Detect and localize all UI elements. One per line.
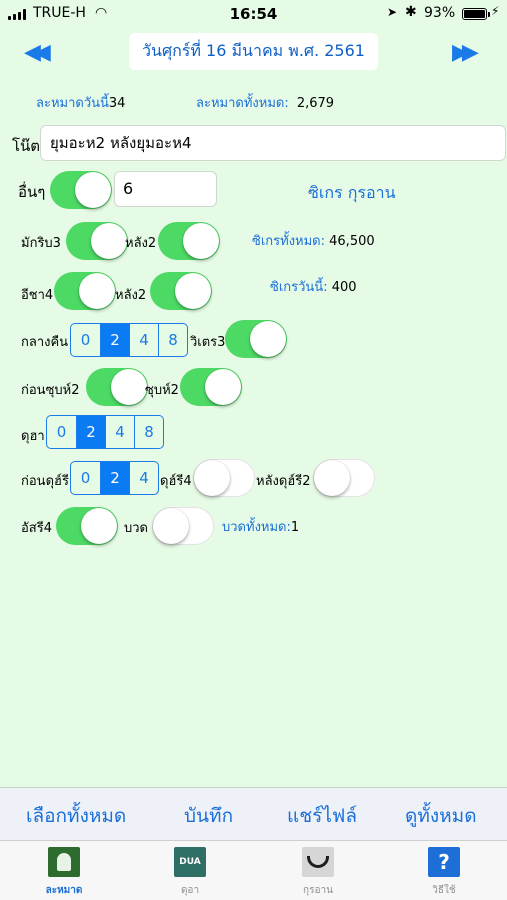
- witr-label: วิเตร3: [190, 335, 226, 350]
- share-file-button[interactable]: แชร์ไฟล์: [287, 805, 357, 827]
- tab-dua[interactable]: DUA ดุอา: [150, 847, 230, 898]
- bluetooth-icon: ✱: [405, 4, 417, 20]
- dhikr-today-value: 400: [331, 280, 357, 295]
- tab-quran-label: กุรอาน: [303, 885, 333, 896]
- carrier-name: TRUE-H: [33, 5, 86, 21]
- prayer-total-value: 2,679: [296, 96, 335, 111]
- witr-toggle[interactable]: [225, 320, 287, 358]
- prayer-icon: [48, 847, 80, 877]
- charging-icon: ⚡: [491, 4, 500, 18]
- before-dhuhr-option-4[interactable]: 4: [129, 462, 158, 494]
- asr-toggle[interactable]: [56, 507, 118, 545]
- isha-after-label: หลัง2: [115, 288, 147, 303]
- battery-icon: [462, 8, 490, 20]
- dhuhr-label: ดุฮ์รี4: [160, 474, 192, 489]
- before-dhuhr-option-2[interactable]: 2: [100, 462, 129, 494]
- subh-toggle[interactable]: [180, 368, 242, 406]
- double-right-arrow-icon: ▶▶: [452, 40, 479, 65]
- isha-after-toggle[interactable]: [150, 272, 212, 310]
- dhuhr-toggle[interactable]: [193, 459, 255, 497]
- maghrib-toggle[interactable]: [66, 222, 128, 260]
- night-option-0[interactable]: 0: [80, 331, 91, 349]
- location-icon: ➤: [387, 5, 398, 19]
- tab-bar: ละหมาด DUA ดุอา กุรอาน ? วิธีใช้: [0, 840, 507, 900]
- dhikr-total-value: 46,500: [329, 234, 375, 249]
- night-prayer-label: กลางคืน: [21, 335, 69, 350]
- double-left-arrow-icon: ◀◀: [24, 40, 51, 65]
- isha-toggle[interactable]: [54, 272, 116, 310]
- signal-icon: [8, 9, 30, 20]
- save-button[interactable]: บันทึก: [184, 805, 234, 827]
- tab-dua-label: ดุอา: [180, 885, 200, 896]
- wifi-icon: ◠: [95, 5, 108, 21]
- duha-option-4[interactable]: 4: [105, 416, 134, 448]
- note-input[interactable]: ยุมอะห2 หลังยุมอะห4: [40, 125, 506, 161]
- duha-label: ดุฮา: [21, 429, 45, 444]
- isha-label: อีชา4: [21, 288, 54, 303]
- before-dhuhr-option-0[interactable]: 0: [80, 469, 91, 487]
- subh-label: ซุบห์2: [145, 383, 179, 398]
- duha-option-8[interactable]: 8: [134, 416, 163, 448]
- dhikr-today: ซิเกรวันนี้: 400: [270, 276, 357, 297]
- tab-help[interactable]: ? วิธีใช้: [404, 847, 484, 898]
- asr-label: อัสรี4: [21, 521, 52, 536]
- maghrib-after-label: หลัง2: [125, 236, 157, 251]
- view-all-button[interactable]: ดูทั้งหมด: [405, 805, 477, 827]
- maghrib-label: มักริบ3: [21, 236, 61, 251]
- fast-label: บวด: [124, 521, 148, 536]
- dhikr-quran-title[interactable]: ซิเกร กุรอาน: [308, 183, 396, 202]
- status-time: 16:54: [229, 5, 278, 23]
- help-icon: ?: [428, 847, 460, 877]
- tab-prayer[interactable]: ละหมาด: [24, 847, 104, 898]
- dua-icon: DUA: [174, 847, 206, 877]
- fast-toggle[interactable]: [152, 507, 214, 545]
- tab-help-label: วิธีใช้: [432, 885, 456, 896]
- fast-total-label: บวดทั้งหมด:: [222, 520, 291, 535]
- quran-icon: [302, 847, 334, 877]
- battery-percent: 93%: [424, 5, 456, 21]
- status-bar: TRUE-H ◠ 16:54 ➤ ✱ 93% ⚡: [0, 0, 507, 28]
- prayer-today-label: ละหมาดวันนี้: [36, 96, 109, 111]
- other-count-input[interactable]: 6: [114, 171, 217, 207]
- other-toggle[interactable]: [50, 171, 112, 209]
- before-dhuhr-label: ก่อนดุฮ์รี: [21, 474, 69, 489]
- night-option-2[interactable]: 2: [100, 324, 129, 356]
- before-subh-label: ก่อนซุบห์2: [21, 383, 80, 398]
- night-option-8[interactable]: 8: [158, 324, 187, 356]
- tab-quran[interactable]: กุรอาน: [278, 847, 358, 898]
- prayer-total-label: ละหมาดทั้งหมด:: [196, 96, 289, 111]
- fast-total: บวดทั้งหมด:1: [222, 516, 299, 537]
- duha-option-2[interactable]: 2: [76, 416, 105, 448]
- fast-total-value: 1: [290, 520, 300, 535]
- after-dhuhr-label: หลังดุฮ์รี2: [256, 474, 311, 489]
- maghrib-after-toggle[interactable]: [158, 222, 220, 260]
- duha-option-0[interactable]: 0: [56, 423, 67, 441]
- prayer-today-summary: ละหมาดวันนี้34: [36, 92, 125, 113]
- before-subh-toggle[interactable]: [86, 368, 148, 406]
- date-selector-button[interactable]: วันศุกร์ที่ 16 มีนาคม พ.ศ. 2561: [129, 33, 378, 70]
- previous-day-button[interactable]: ◀◀: [24, 36, 64, 70]
- dhikr-total-label: ซิเกรทั้งหมด:: [252, 234, 325, 249]
- action-bar: เลือกทั้งหมด บันทึก แชร์ไฟล์ ดูทั้งหมด: [0, 787, 507, 840]
- night-option-4[interactable]: 4: [129, 324, 158, 356]
- after-dhuhr-toggle[interactable]: [313, 459, 375, 497]
- select-all-button[interactable]: เลือกทั้งหมด: [26, 805, 127, 827]
- prayer-total-summary: ละหมาดทั้งหมด: 2,679: [196, 92, 334, 113]
- next-day-button[interactable]: ▶▶: [452, 36, 492, 70]
- tab-prayer-label: ละหมาด: [45, 885, 83, 896]
- dhikr-total: ซิเกรทั้งหมด: 46,500: [252, 230, 375, 251]
- dhikr-today-label: ซิเกรวันนี้:: [270, 280, 328, 295]
- note-label: โน๊ต: [12, 137, 41, 155]
- prayer-today-value: 34: [108, 96, 126, 111]
- other-label: อื่นๆ: [18, 183, 46, 201]
